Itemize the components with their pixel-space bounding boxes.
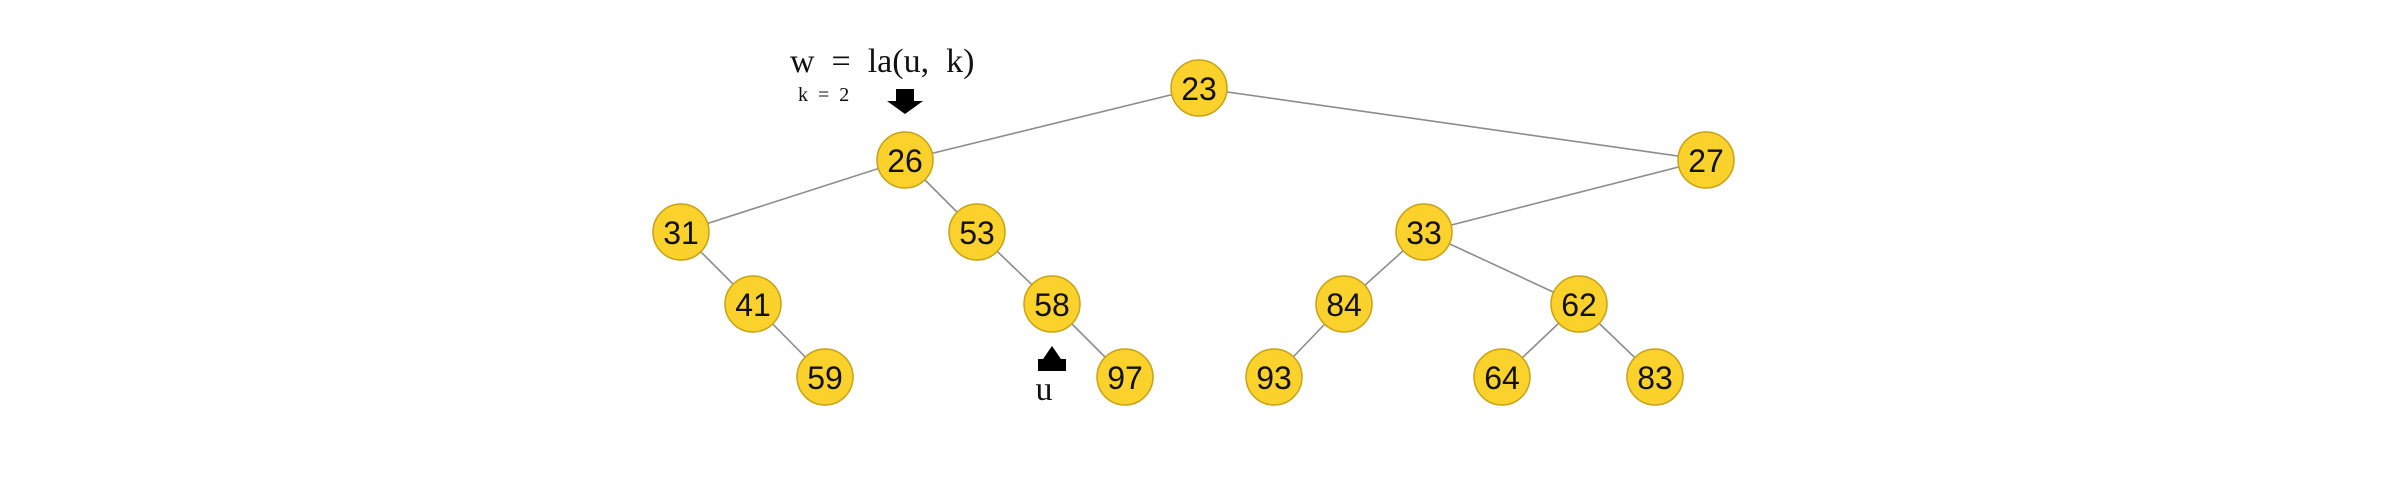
node-label: 93 (1256, 360, 1292, 396)
tree-node-41: 41 (724, 275, 782, 333)
tree-node-31: 31 (652, 203, 710, 261)
node-circle (876, 131, 934, 189)
tree-node-97: 97 (1096, 348, 1154, 406)
node-label: 64 (1484, 360, 1520, 396)
tree-node-84: 84 (1315, 275, 1373, 333)
tree-node-62: 62 (1550, 275, 1608, 333)
node-circle (1677, 131, 1735, 189)
formula-annotation: w = la(u, k) k = 2 (790, 43, 974, 106)
node-circle (1626, 348, 1684, 406)
node-label: 41 (735, 287, 771, 323)
tree-node-33: 33 (1395, 203, 1453, 261)
node-circle (948, 203, 1006, 261)
tree-node-53: 53 (948, 203, 1006, 261)
down-arrow-icon (887, 89, 923, 114)
tree-node-83: 83 (1626, 348, 1684, 406)
node-label: 31 (663, 215, 699, 251)
formula-subscript: k = 2 (798, 84, 849, 106)
tree-node-59: 59 (796, 348, 854, 406)
node-label: 23 (1181, 71, 1217, 107)
node-label: 27 (1688, 143, 1724, 179)
tree-node-64: 64 (1473, 348, 1531, 406)
node-circle (1473, 348, 1531, 406)
node-circle (796, 348, 854, 406)
node-label: 58 (1034, 287, 1070, 323)
tree-node-93: 93 (1245, 348, 1303, 406)
tree-node-23: 23 (1170, 59, 1228, 117)
tree-edge-23-27 (1198, 87, 1707, 161)
node-circle (1395, 203, 1453, 261)
tree-nodes: 23 26 27 31 53 33 41 58 84 62 59 97 93 64 83 (652, 59, 1735, 406)
tree-edge-23-26 (904, 87, 1200, 161)
tree-edge-27-33 (1423, 159, 1707, 233)
tree-edge-26-31 (680, 159, 906, 233)
node-circle (1023, 275, 1081, 333)
node-label: 26 (887, 143, 923, 179)
node-label: 62 (1561, 287, 1597, 323)
node-circle (1315, 275, 1373, 333)
u-marker-label: u (1036, 371, 1053, 408)
node-circle (652, 203, 710, 261)
node-circle (1170, 59, 1228, 117)
tree-node-58: 58 (1023, 275, 1081, 333)
tree-edges (680, 87, 1707, 378)
node-circle (1550, 275, 1608, 333)
node-label: 97 (1107, 360, 1143, 396)
node-circle (724, 275, 782, 333)
node-circle (1245, 348, 1303, 406)
node-label: 33 (1406, 215, 1442, 251)
up-arrow-icon (1038, 346, 1066, 371)
node-label: 84 (1326, 287, 1362, 323)
node-label: 83 (1637, 360, 1673, 396)
node-label: 53 (959, 215, 995, 251)
tree-node-27: 27 (1677, 131, 1735, 189)
tree-node-26: 26 (876, 131, 934, 189)
node-label: 59 (807, 360, 843, 396)
node-circle (1096, 348, 1154, 406)
formula-text: w = la(u, k) (790, 43, 974, 80)
